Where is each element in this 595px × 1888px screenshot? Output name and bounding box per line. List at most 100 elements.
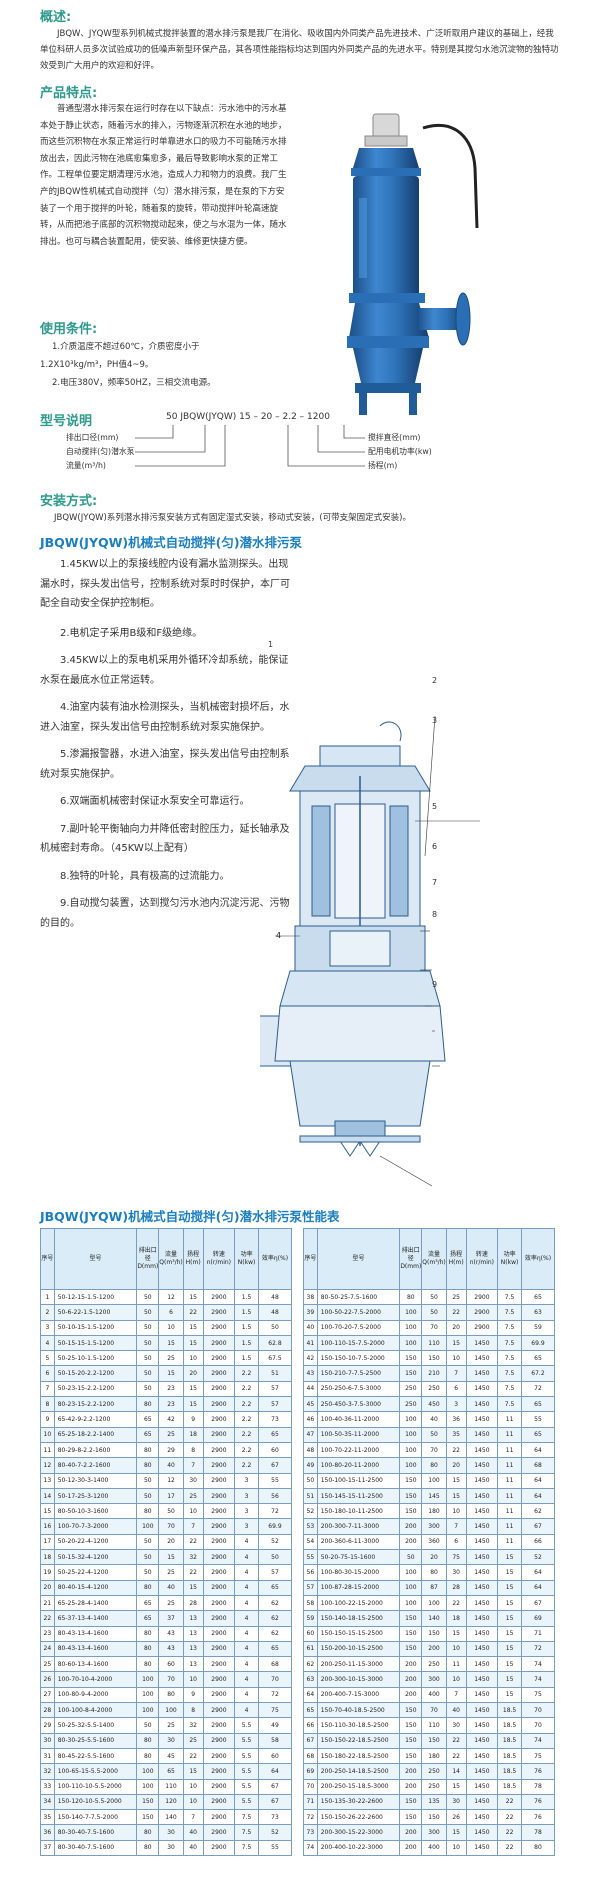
table-cell: 200 bbox=[399, 1518, 423, 1535]
table-cell: 1450 bbox=[465, 1610, 499, 1627]
table-cell: 67 bbox=[257, 1457, 293, 1474]
condition-line-1a: 1.介质温度不超过60℃，介质密度小于 bbox=[52, 342, 200, 352]
table-cell: 50-12-30-3-1400 bbox=[53, 1472, 138, 1489]
table-cell: 1.5 bbox=[234, 1350, 259, 1367]
table-cell: 48 bbox=[257, 1288, 293, 1306]
table-cell: 2900 bbox=[202, 1365, 236, 1382]
table-cell: 22 bbox=[182, 1304, 204, 1321]
table-cell: 36 bbox=[40, 1824, 55, 1841]
table-cell: 10 bbox=[40, 1426, 55, 1443]
table-cell: 58 bbox=[303, 1594, 318, 1612]
table-cell: 25 bbox=[158, 1350, 184, 1367]
table-cell: 100-65-15-5.5-2000 bbox=[53, 1763, 138, 1780]
table-cell: 150 bbox=[136, 1793, 160, 1811]
header-speed: 转速n(r/min) bbox=[465, 1228, 499, 1290]
table-cell: 65-37-13-4-1400 bbox=[53, 1610, 138, 1627]
table-cell: 100-70-10-4-2000 bbox=[53, 1671, 138, 1688]
table-cell: 40 bbox=[421, 1411, 447, 1428]
table-cell: 13 bbox=[182, 1610, 204, 1627]
table-cell: 75 bbox=[520, 1747, 556, 1765]
table-cell: 1450 bbox=[465, 1350, 499, 1367]
table-cell: 73 bbox=[257, 1411, 293, 1428]
table-cell: 1450 bbox=[465, 1686, 499, 1704]
table-cell: 135 bbox=[421, 1793, 447, 1811]
table-cell: 1.5 bbox=[234, 1304, 259, 1321]
table-cell: 11 bbox=[497, 1533, 522, 1551]
feature-item-4: 4.油室内装有油水检测探头，当机械密封损坏后，水进入油室，探头发出信号由控制系统… bbox=[40, 702, 290, 733]
table-cell: 150 bbox=[399, 1610, 423, 1627]
table-cell: 15 bbox=[158, 1334, 184, 1352]
table-cell: 74 bbox=[303, 1839, 318, 1856]
table-cell: 120 bbox=[158, 1793, 184, 1811]
feature-item-8: 8.独特的叶轮，具有极高的过流能力。 bbox=[60, 870, 230, 882]
table-cell: 70 bbox=[257, 1671, 293, 1688]
table-cell: 150 bbox=[399, 1625, 423, 1642]
table-cell: 67 bbox=[303, 1732, 318, 1749]
header-power: 功率N(kw) bbox=[497, 1228, 522, 1290]
table-cell: 6 bbox=[158, 1304, 184, 1321]
table-cell: 100 bbox=[399, 1564, 423, 1581]
table-cell: 43 bbox=[303, 1365, 318, 1382]
table-cell: 100-80-30-15-2000 bbox=[316, 1564, 401, 1581]
table-cell: 150-100-15-11-2500 bbox=[316, 1472, 401, 1489]
table-cell: 15 bbox=[182, 1380, 204, 1398]
table-cell: 50-10-15-1.5-1200 bbox=[53, 1319, 138, 1336]
table-cell: 72 bbox=[257, 1503, 293, 1520]
table-cell: 50 bbox=[421, 1288, 447, 1306]
table-cell: 1450 bbox=[465, 1365, 499, 1382]
table-cell: 200 bbox=[399, 1671, 423, 1688]
table-cell: 6 bbox=[40, 1365, 55, 1382]
table-cell: 4 bbox=[234, 1656, 259, 1673]
table-cell: 150-140-18-15-2500 bbox=[316, 1610, 401, 1627]
table-cell: 80 bbox=[136, 1441, 160, 1459]
table-cell: 7 bbox=[445, 1365, 467, 1382]
table-cell: 4 bbox=[234, 1564, 259, 1581]
table-cell: 34 bbox=[40, 1793, 55, 1811]
callout-7: 7 bbox=[432, 878, 438, 887]
table-cell: 26 bbox=[445, 1809, 467, 1826]
table-cell: 7 bbox=[40, 1380, 55, 1398]
table-cell: 42 bbox=[303, 1350, 318, 1367]
table-cell: 3 bbox=[40, 1319, 55, 1336]
table-cell: 18.5 bbox=[497, 1702, 522, 1719]
table-cell: 50 bbox=[158, 1503, 184, 1520]
model-title: 型号说明 bbox=[40, 414, 93, 429]
table-cell: 1450 bbox=[465, 1594, 499, 1612]
callout-5: 5 bbox=[432, 802, 438, 811]
table-cell: 17 bbox=[158, 1487, 184, 1505]
table-cell: 1450 bbox=[465, 1380, 499, 1398]
table-cell: 67 bbox=[257, 1793, 293, 1811]
table-cell: 10 bbox=[182, 1671, 204, 1688]
table-cell: 150-70-40-18.5-2500 bbox=[316, 1702, 401, 1719]
table-cell: 37 bbox=[40, 1839, 55, 1856]
table-cell: 3 bbox=[234, 1487, 259, 1505]
table-cell: 2900 bbox=[202, 1809, 236, 1826]
table-cell: 200-400-7-15-3000 bbox=[316, 1686, 401, 1704]
table-cell: 25 bbox=[158, 1594, 184, 1612]
table-cell: 2900 bbox=[202, 1579, 236, 1596]
table-cell: 100-70-22-11-2000 bbox=[316, 1441, 401, 1459]
table-cell: 22 bbox=[497, 1793, 522, 1811]
table-cell: 250 bbox=[421, 1380, 447, 1398]
table-cell: 2900 bbox=[202, 1380, 236, 1398]
table-cell: 80-30-40-7.5-1600 bbox=[53, 1824, 138, 1841]
table-cell: 150-110-30-18.5-2500 bbox=[316, 1717, 401, 1734]
table-cell: 15 bbox=[40, 1503, 55, 1520]
table-cell: 9 bbox=[182, 1686, 204, 1704]
table-cell: 64 bbox=[520, 1564, 556, 1581]
table-cell: 61 bbox=[303, 1640, 318, 1658]
table-cell: 200-250-11-15-3000 bbox=[316, 1656, 401, 1673]
table-cell: 18 bbox=[445, 1610, 467, 1627]
table-cell: 70 bbox=[520, 1717, 556, 1734]
table-cell: 67 bbox=[257, 1778, 293, 1795]
table-cell: 1450 bbox=[465, 1533, 499, 1551]
table-cell: 7 bbox=[182, 1809, 204, 1826]
